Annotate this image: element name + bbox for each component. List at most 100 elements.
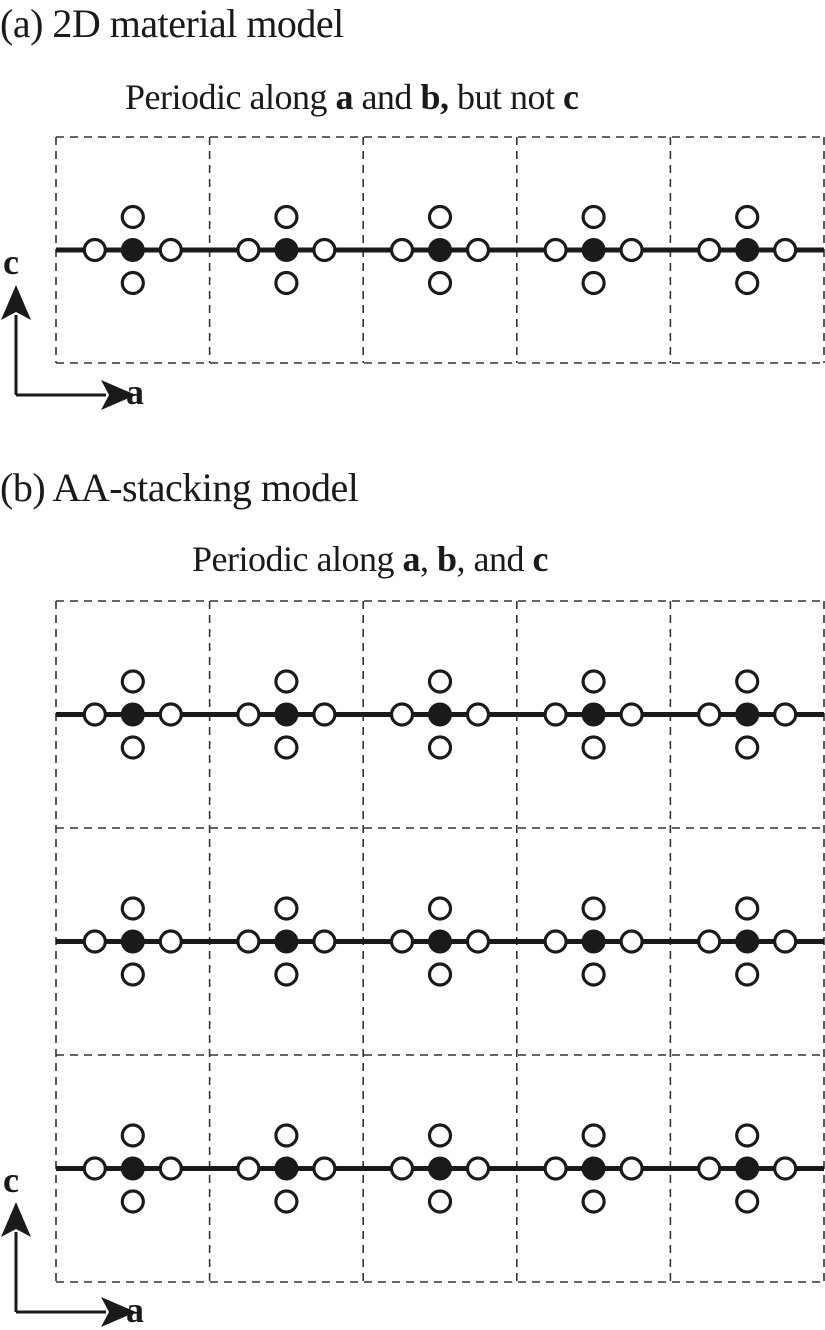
open-atom xyxy=(735,1123,760,1148)
open-atom xyxy=(427,896,453,921)
open-atom xyxy=(427,1189,453,1214)
filled-atom xyxy=(428,702,452,727)
open-atom xyxy=(581,1123,606,1148)
open-atom xyxy=(274,204,299,230)
open-atom xyxy=(158,1156,183,1181)
arrow-up-icon xyxy=(1,1202,31,1237)
open-atom xyxy=(735,669,760,694)
open-atom xyxy=(581,1189,606,1214)
panel-b-title: (b) AA-stacking model xyxy=(0,465,359,510)
open-atom xyxy=(465,1156,491,1181)
arrow-up-icon xyxy=(1,285,31,320)
open-atom xyxy=(389,237,415,263)
filled-atom xyxy=(735,702,760,727)
open-atom xyxy=(465,237,491,263)
open-atom xyxy=(389,702,415,727)
open-atom xyxy=(120,1123,145,1148)
open-atom xyxy=(82,237,107,263)
open-atom xyxy=(274,735,299,760)
open-atom xyxy=(735,735,760,760)
open-atom xyxy=(274,962,299,987)
filled-atom xyxy=(581,929,606,954)
open-atom xyxy=(581,204,606,230)
panel-b-subtitle: Periodic along a, b, and c xyxy=(192,541,548,577)
open-atom xyxy=(427,270,453,296)
panel-a-subtitle: Periodic along a and b, but not c xyxy=(125,77,579,117)
filled-atom xyxy=(274,238,299,262)
open-atom xyxy=(82,929,107,954)
open-atom xyxy=(581,962,606,987)
filled-atom xyxy=(581,238,606,262)
open-atom xyxy=(697,237,722,263)
open-atom xyxy=(773,1156,798,1181)
subtitle-part: b, xyxy=(420,77,449,117)
subtitle-part: b xyxy=(436,539,457,579)
subtitle-part: Periodic along xyxy=(192,539,403,579)
open-atom xyxy=(773,237,798,263)
panel-b-unit-cells xyxy=(55,600,825,1283)
open-atom xyxy=(120,270,145,296)
open-atom xyxy=(82,702,107,727)
axis-label-a-b: a xyxy=(126,1290,144,1330)
open-atom xyxy=(120,735,145,760)
open-atom xyxy=(465,929,491,954)
open-atom xyxy=(312,1156,337,1181)
open-atom xyxy=(773,702,798,727)
open-atom xyxy=(697,929,722,954)
subtitle-part: a xyxy=(402,539,420,579)
open-atom xyxy=(312,929,337,954)
open-atom xyxy=(543,1156,568,1181)
open-atom xyxy=(274,270,299,296)
open-atom xyxy=(389,929,415,954)
open-atom xyxy=(619,1156,644,1181)
open-atom xyxy=(735,270,760,296)
open-atom xyxy=(427,204,453,230)
open-atom xyxy=(543,702,568,727)
open-atom xyxy=(581,669,606,694)
filled-atom xyxy=(120,1156,145,1181)
filled-atom xyxy=(735,1156,760,1181)
filled-atom xyxy=(120,702,145,727)
open-atom xyxy=(236,237,261,263)
open-atom xyxy=(735,962,760,987)
open-atom xyxy=(619,237,644,263)
axis-label-c-a: c xyxy=(3,242,19,282)
filled-atom xyxy=(428,1156,452,1181)
panel-a-title: (a) 2D material model xyxy=(0,1,344,46)
subtitle-part: c xyxy=(562,77,579,117)
filled-atom xyxy=(274,702,299,727)
open-atom xyxy=(697,702,722,727)
subtitle-part: Periodic along xyxy=(125,77,336,117)
axis-label-a-a: a xyxy=(126,372,144,412)
subtitle-part: but not xyxy=(448,77,563,117)
open-atom xyxy=(236,929,261,954)
filled-atom xyxy=(735,238,760,262)
open-atom xyxy=(581,735,606,760)
open-atom xyxy=(312,702,337,727)
open-atom xyxy=(735,896,760,921)
open-atom xyxy=(427,962,453,987)
open-atom xyxy=(427,735,453,760)
filled-atom xyxy=(735,929,760,954)
open-atom xyxy=(389,1156,415,1181)
open-atom xyxy=(120,896,145,921)
open-atom xyxy=(82,1156,107,1181)
arrow-right-icon xyxy=(101,1297,136,1327)
open-atom xyxy=(120,669,145,694)
subtitle-part: a xyxy=(335,77,353,117)
open-atom xyxy=(312,237,337,263)
axis-arrows xyxy=(1,285,136,1327)
open-atom xyxy=(581,896,606,921)
open-atom xyxy=(274,1123,299,1148)
filled-atom xyxy=(274,929,299,954)
filled-atom xyxy=(120,238,145,262)
panel-a-unit-cells xyxy=(55,136,825,364)
open-atom xyxy=(120,1189,145,1214)
arrow-right-icon xyxy=(101,380,136,410)
open-atom xyxy=(543,237,568,263)
subtitle-part: , xyxy=(419,539,437,579)
filled-atom xyxy=(581,702,606,727)
open-atom xyxy=(773,929,798,954)
open-atom xyxy=(619,929,644,954)
